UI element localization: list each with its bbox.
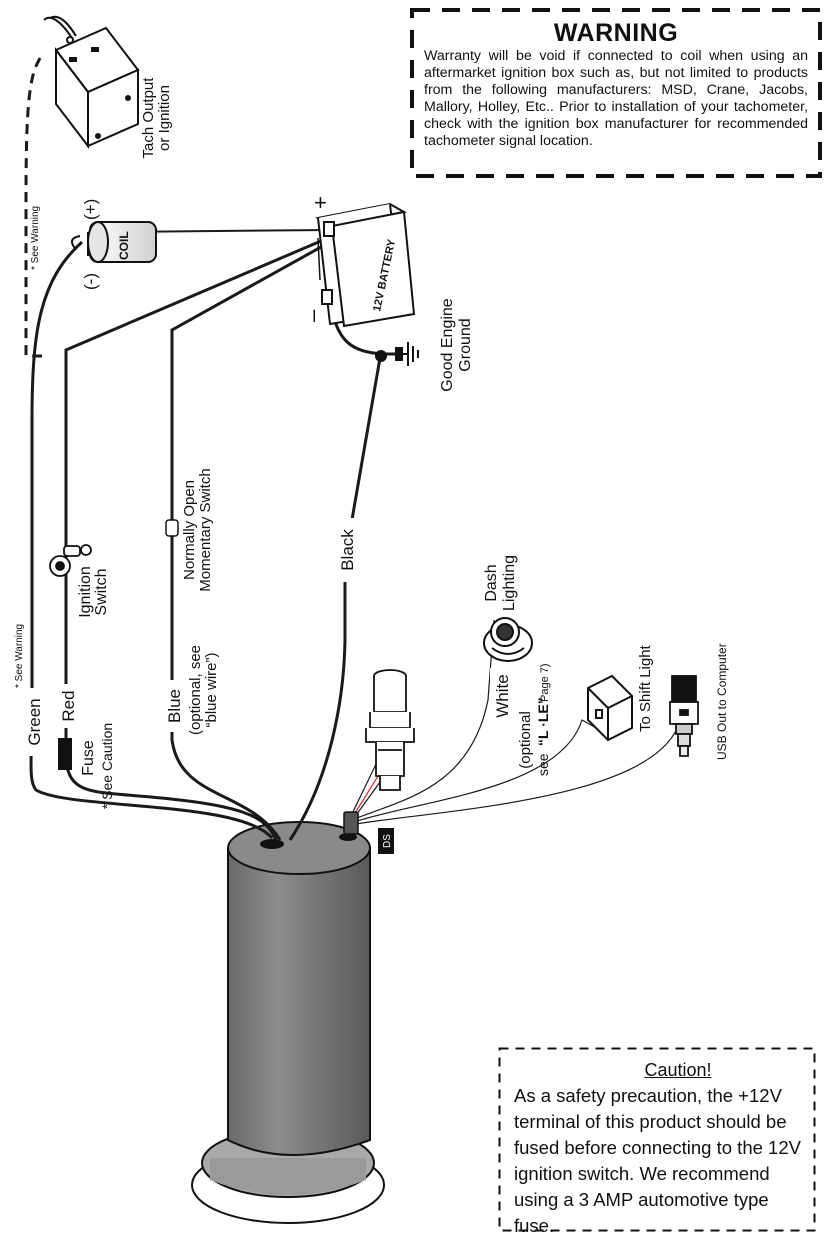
see-warning-label-bottom: * See Warning (14, 624, 25, 688)
svg-text:see: see (535, 753, 551, 776)
ds-label-tag: DS (378, 828, 394, 854)
svg-text:Normally Open: Normally Open (181, 480, 198, 580)
usb-plug-icon (669, 675, 699, 757)
wire-black (288, 357, 382, 841)
coil-label: COIL (117, 231, 131, 260)
white-note-line2: see “L ·LE” Page 7) (535, 663, 551, 776)
wire-label-red: Red (56, 684, 78, 728)
coil-minus-label: (-) (81, 273, 100, 290)
svg-text:Ignition: Ignition (77, 566, 94, 618)
blue-note-line2: “blue wire”) (203, 652, 220, 727)
ds-sensor-icon (365, 669, 415, 791)
caution-box: Caution! As a safety precaution, the +12… (498, 1047, 816, 1236)
ignition-box-icon (43, 15, 140, 149)
caution-text: As a safety precaution, the +12V termina… (514, 1085, 801, 1236)
svg-text:DS: DS (382, 834, 393, 848)
dash-light-bulb-icon (483, 617, 533, 662)
svg-text:“L ·LE”: “L ·LE” (535, 697, 551, 746)
momentary-switch-icon (165, 519, 179, 537)
battery-icon (315, 202, 416, 328)
warning-title: WARNING (553, 19, 679, 47)
svg-text:Blue: Blue (165, 689, 184, 723)
caution-title: Caution! (644, 1060, 712, 1080)
svg-text:Black: Black (338, 529, 357, 571)
ignition-switch-icon (49, 544, 92, 577)
shift-light-connector-icon (587, 674, 633, 742)
svg-text:or Ignition: or Ignition (156, 85, 173, 151)
svg-text:Momentary Switch: Momentary Switch (197, 468, 214, 591)
tach-output-dashed-line (24, 57, 42, 358)
svg-text:Tach Output: Tach Output (140, 77, 157, 159)
see-warning-label-top: * See Warning (30, 206, 41, 270)
thin-wires (349, 619, 689, 825)
svg-text:Lighting: Lighting (501, 555, 518, 611)
svg-text:Page 7): Page 7) (539, 663, 551, 702)
blue-note-line1: (optional, see (187, 645, 204, 735)
shift-light-label: To Shift Light (637, 644, 654, 732)
see-caution-label: * See Caution (99, 723, 115, 809)
battery-plus-label: + (314, 190, 327, 215)
gauge-connector-icon (343, 811, 359, 835)
coil-icon (70, 221, 157, 263)
svg-text:White: White (493, 674, 512, 717)
ground-label: Good Engine Ground (439, 298, 474, 392)
wire-label-black: Black (334, 518, 358, 582)
ground-icon (375, 342, 419, 366)
svg-text:Dash: Dash (483, 564, 500, 601)
wire-label-green: Green (22, 688, 44, 756)
fuse-icon (58, 738, 72, 770)
wire-label-blue: Blue (162, 680, 184, 732)
svg-text:Red: Red (59, 690, 78, 721)
wire-label-white: White (490, 668, 512, 722)
warning-text: Warranty will be void if connected to co… (424, 48, 808, 149)
svg-text:Switch: Switch (93, 568, 110, 615)
fuse-label: Fuse (80, 740, 97, 776)
wire-green (29, 240, 274, 840)
svg-text:Ground: Ground (457, 318, 474, 371)
tachometer-gauge (191, 821, 385, 1224)
svg-text:Good Engine: Good Engine (439, 298, 456, 392)
svg-text:Green: Green (25, 698, 44, 745)
tach-output-label: Tach Output or Ignition (140, 77, 173, 159)
wire-blue (170, 240, 331, 841)
usb-label: USB Out to Computer (715, 643, 729, 760)
warning-box: WARNING Warranty will be void if connect… (410, 8, 822, 178)
white-note-line1: (optional (517, 711, 534, 769)
momentary-switch-label: Normally Open Momentary Switch (181, 468, 214, 591)
coil-plus-label: (+) (81, 199, 100, 220)
dash-lighting-label: Dash Lighting (483, 555, 518, 611)
ignition-switch-label: Ignition Switch (77, 566, 110, 618)
battery-minus-label: – (300, 309, 325, 322)
